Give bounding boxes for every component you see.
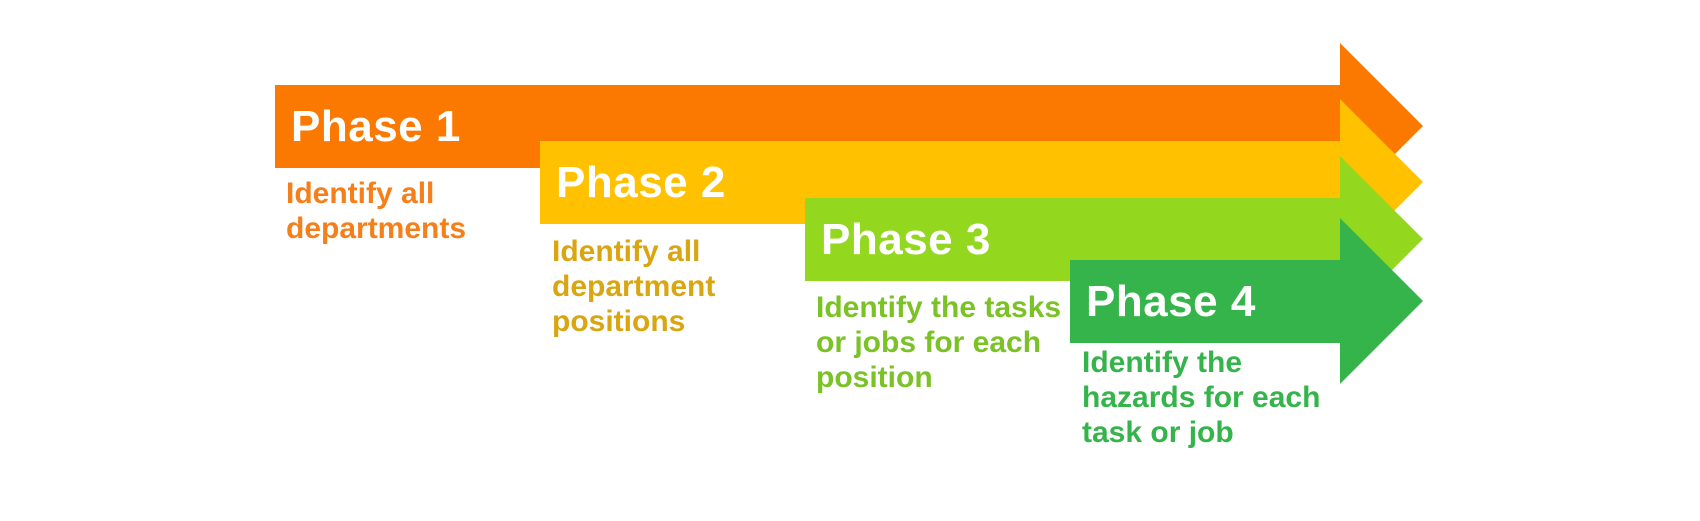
- phase-1-caption: Identify all departments: [286, 177, 467, 245]
- phase-4-label: Phase 4: [1086, 276, 1256, 326]
- phase-3-caption: Identify the tasks or jobs for each posi…: [816, 291, 1062, 394]
- phase-4-arrowhead-icon: [1340, 218, 1423, 384]
- phase-3-label: Phase 3: [821, 214, 991, 264]
- phase-2-label: Phase 2: [556, 157, 726, 207]
- phase-4-caption: Identify the hazards for each task or jo…: [1082, 346, 1321, 449]
- phase-4-bar: Phase 4: [1070, 260, 1340, 343]
- phase-2-caption: Identify all department positions: [552, 235, 716, 338]
- phase-1-label: Phase 1: [291, 101, 461, 151]
